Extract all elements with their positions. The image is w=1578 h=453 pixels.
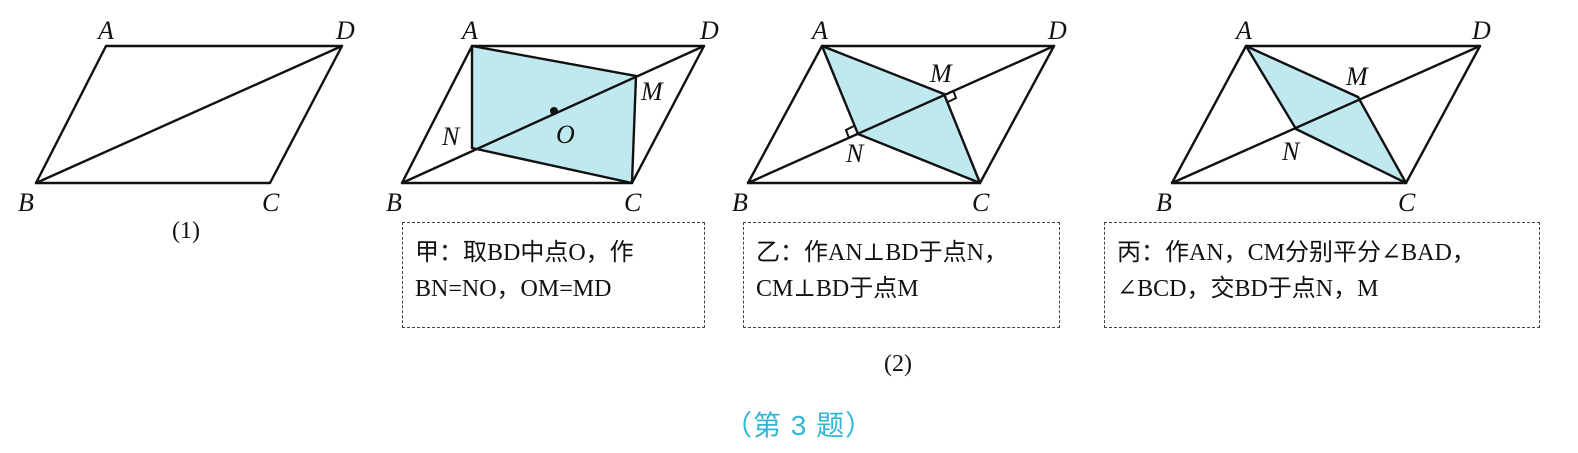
label-d: D — [1047, 16, 1067, 45]
segment-mc — [630, 74, 638, 185]
method-yi-line2: CM⊥BD于点M — [756, 276, 919, 302]
label-c: C — [262, 188, 280, 217]
method-jia-line1: 甲：取BD中点O，作 — [415, 240, 634, 266]
segment-an — [820, 44, 860, 136]
method-jia-line2: BN=NO，OM=MD — [415, 276, 612, 302]
midpoint-o-dot — [550, 107, 558, 115]
segment-am — [820, 44, 946, 96]
figure-jia: A D B C M N O — [386, 16, 719, 217]
segment-nc — [470, 146, 634, 185]
label-d: D — [699, 16, 719, 45]
label-m: M — [1345, 62, 1369, 91]
parallelogram-abcd — [34, 44, 344, 185]
label-n: N — [441, 122, 461, 151]
label-c: C — [624, 188, 642, 217]
figure-bing: A D B C M N — [1156, 16, 1491, 217]
method-box-jia: 甲：取BD中点O，作 BN=NO，OM=MD — [402, 222, 705, 328]
label-d: D — [1471, 16, 1491, 45]
method-yi-line1: 乙：作AN⊥BD于点N， — [756, 240, 1008, 266]
label-b: B — [732, 188, 748, 217]
right-angle-mark-m — [947, 89, 958, 103]
segment-an — [1244, 44, 1298, 131]
caption-1: (1) — [172, 218, 200, 244]
label-b: B — [18, 188, 34, 217]
method-bing-line1: 丙：作AN，CM分别平分∠BAD， — [1117, 240, 1476, 266]
problem-caption: （第 3 题） — [724, 410, 875, 441]
label-b: B — [1156, 188, 1172, 217]
label-c: C — [972, 188, 990, 217]
right-angle-mark-n — [844, 125, 855, 139]
method-bing-line2: ∠BCD，交BD于点N，M — [1117, 276, 1379, 302]
figure-1: A D B C (1) — [18, 16, 355, 244]
method-box-yi: 乙：作AN⊥BD于点N， CM⊥BD于点M — [743, 222, 1060, 328]
label-n: N — [845, 139, 865, 168]
diagonal-bd — [1170, 44, 1482, 185]
segment-mc — [942, 92, 982, 185]
label-m: M — [640, 77, 664, 106]
label-o: O — [556, 120, 575, 149]
diagonal-bd — [746, 44, 1056, 185]
figure-yi: A D B C M N — [732, 16, 1067, 217]
caption-2: (2) — [884, 351, 912, 377]
label-m: M — [929, 59, 953, 88]
segment-am — [470, 44, 638, 78]
label-n: N — [1281, 137, 1301, 166]
segment-nc — [1294, 127, 1408, 185]
segment-mc — [1356, 95, 1408, 185]
label-a: A — [96, 16, 114, 45]
method-box-bing: 丙：作AN，CM分别平分∠BAD， ∠BCD，交BD于点N，M — [1104, 222, 1540, 328]
label-c: C — [1398, 188, 1416, 217]
label-a: A — [810, 16, 828, 45]
label-a: A — [460, 16, 478, 45]
diagonal-bd — [34, 44, 344, 185]
segment-nc — [856, 132, 982, 185]
label-b: B — [386, 188, 402, 217]
label-d: D — [335, 16, 355, 45]
segment-am — [1244, 44, 1360, 99]
label-a: A — [1234, 16, 1252, 45]
